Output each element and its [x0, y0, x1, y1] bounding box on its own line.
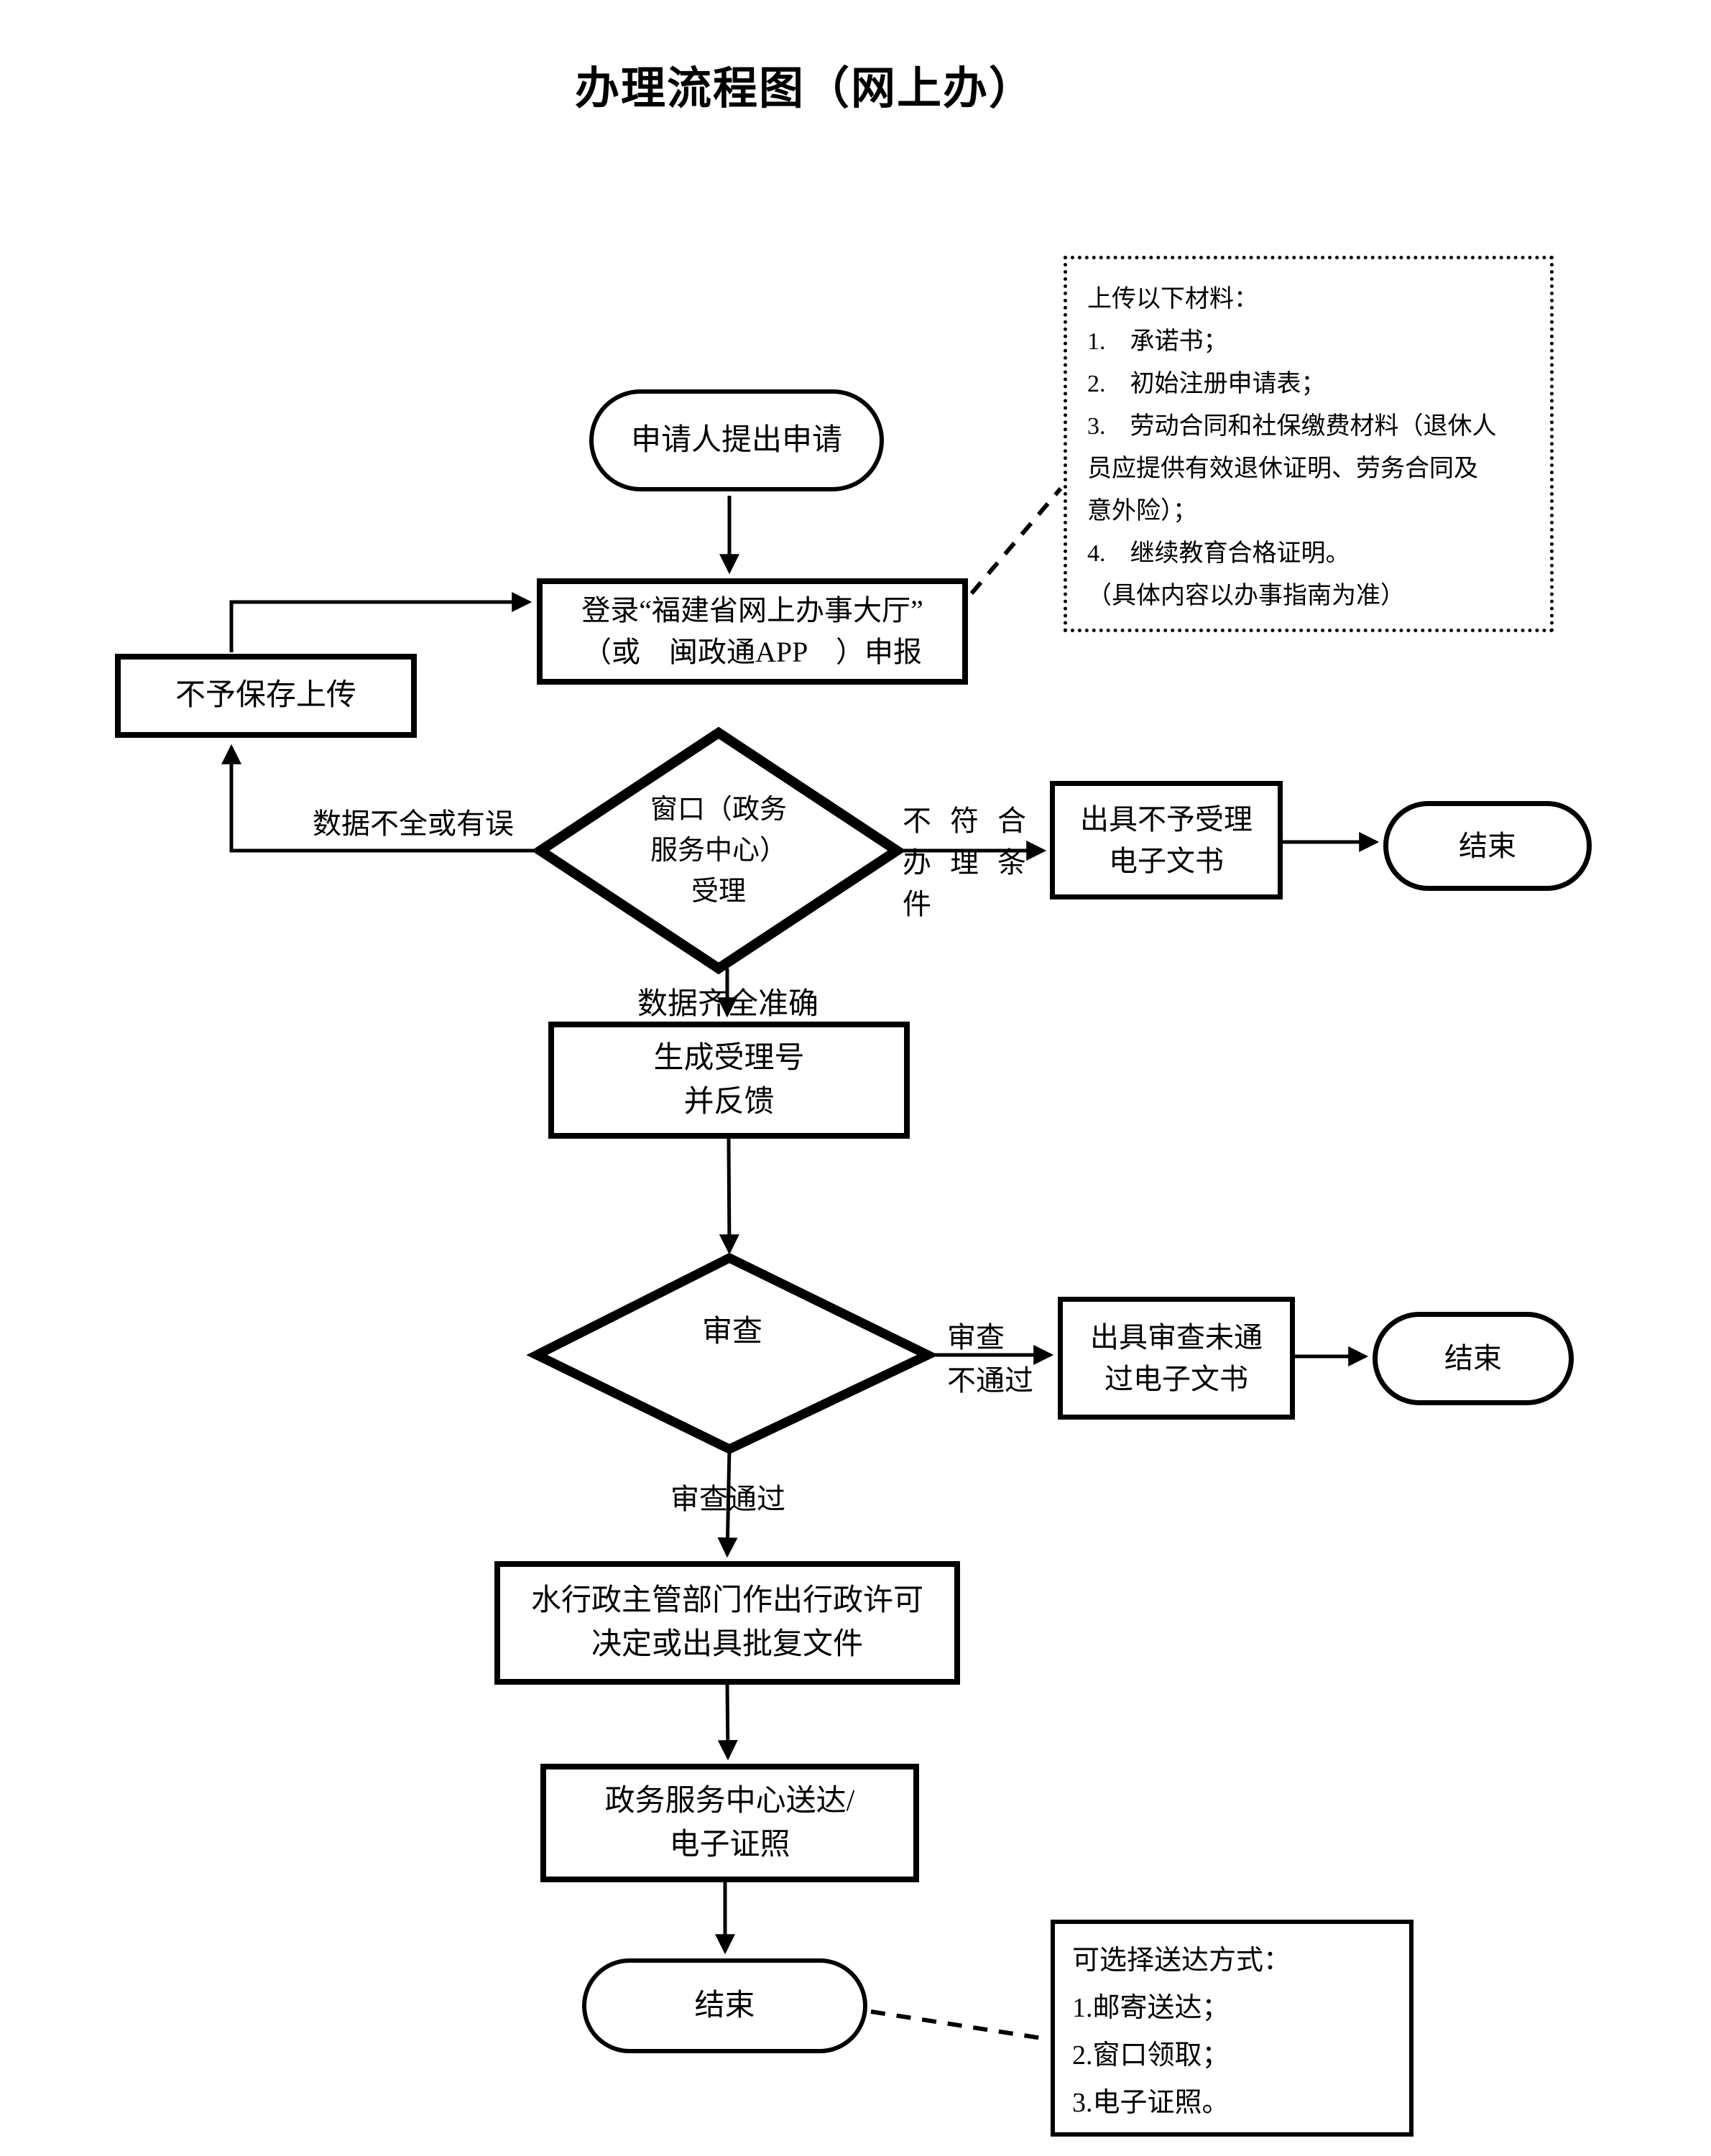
not-eligible-label: 不符合 办理条 件	[903, 800, 1061, 925]
review-fail-doc-line: 过电子文书	[1104, 1362, 1248, 1395]
materials-note-line: 意外险）；	[1087, 498, 1197, 524]
dashed-link-end3-to-delivery-note	[870, 2009, 1047, 2041]
decision-box: 水行政主管部门作出行政许可 决定或出具批复文件	[494, 1561, 960, 1685]
delivery-options-note: 可选择送达方式： 1.邮寄送达； 2.窗口领取； 3.电子证照。	[1051, 1920, 1413, 2137]
review-decision-label: 审查	[701, 1315, 762, 1348]
delivery-box-line: 政务服务中心送达/	[604, 1784, 855, 1818]
materials-note-line: 员应提供有效退休证明、劳务合同及	[1087, 455, 1478, 482]
page-title: 办理流程图（网上办）	[575, 65, 1036, 114]
materials-note-line: 上传以下材料：	[1087, 286, 1258, 313]
materials-note-line: （具体内容以办事指南为准）	[1087, 583, 1405, 609]
login-box-line: 登录“福建省网上办事大厅”	[581, 594, 923, 626]
receipt-box-line: 并反馈	[683, 1085, 775, 1119]
arrow-review-to-decision	[717, 1448, 738, 1558]
materials-note-line: 3. 劳动合同和社保缴费材料（退休人	[1087, 413, 1497, 440]
review-decision-text: 审查	[537, 1258, 928, 1449]
delivery-box-line: 电子证照	[669, 1828, 790, 1861]
reject-doc-line: 出具不予受理	[1080, 802, 1253, 836]
delivery-options-line: 3.电子证照。	[1072, 2088, 1230, 2118]
delivery-options-line: 1.邮寄送达；	[1072, 1993, 1230, 2023]
start-node-label: 申请人提出申请	[630, 423, 842, 457]
end-node-1-label: 结束	[1459, 829, 1516, 862]
end-node-2: 结束	[1373, 1312, 1574, 1405]
no-save-box: 不予保存上传	[115, 654, 417, 738]
end-node-2-label: 结束	[1444, 1342, 1502, 1374]
accept-decision-line: 服务中心）	[650, 835, 787, 866]
materials-note: 上传以下材料： 1. 承诺书； 2. 初始注册申请表； 3. 劳动合同和社保缴费…	[1064, 256, 1554, 632]
start-node: 申请人提出申请	[589, 389, 884, 491]
login-box: 登录“福建省网上办事大厅” （或 闽政通APP ）申报	[537, 578, 968, 685]
reject-doc-box: 出具不予受理 电子文书	[1050, 781, 1283, 899]
receipt-box-line: 生成受理号	[653, 1041, 805, 1075]
delivery-box: 政务服务中心送达/ 电子证照	[540, 1764, 919, 1882]
review-pass-label: 审查通过	[670, 1483, 785, 1515]
incomplete-data-label: 数据不全或有误	[313, 808, 514, 840]
reject-doc-line: 电子文书	[1109, 844, 1224, 877]
materials-note-line: 1. 承诺书；	[1087, 328, 1228, 355]
delivery-options-line: 可选择送达方式：	[1072, 1946, 1291, 1976]
not-eligible-label-line: 办理条	[903, 846, 1045, 879]
end-node-3: 结束	[582, 1958, 867, 2053]
arrow-decision-to-delivery	[717, 1684, 738, 1761]
review-fail-label-line: 不通过	[947, 1364, 1033, 1397]
receipt-box: 生成受理号 并反馈	[548, 1022, 910, 1139]
decision-box-line: 水行政主管部门作出行政许可	[530, 1584, 923, 1618]
arrow-nosave-to-login	[229, 592, 532, 652]
end-node-3-label: 结束	[694, 1989, 755, 2022]
review-fail-label: 审查 不通过	[947, 1316, 1076, 1402]
accept-decision-line: 受理	[691, 876, 746, 907]
not-eligible-label-line: 件	[903, 888, 950, 920]
review-fail-label-line: 审查	[947, 1321, 1005, 1354]
not-eligible-label-line: 不符合	[903, 805, 1045, 837]
accept-decision-line: 窗口（政务	[650, 794, 787, 825]
end-node-1: 结束	[1383, 801, 1592, 891]
dashed-link-login-to-materials-note	[969, 487, 1063, 595]
complete-data-label: 数据齐全准确	[637, 988, 818, 1021]
decision-box-line: 决定或出具批复文件	[591, 1628, 863, 1661]
delivery-options-line: 2.窗口领取；	[1072, 2040, 1230, 2071]
materials-note-line: 4. 继续教育合格证明。	[1087, 540, 1350, 567]
review-fail-doc-line: 出具审查未通	[1090, 1320, 1263, 1354]
review-fail-doc-box: 出具审查未通 过电子文书	[1058, 1297, 1295, 1420]
no-save-box-label: 不予保存上传	[175, 679, 356, 713]
accept-decision-text: 窗口（政务 服务中心） 受理	[540, 733, 897, 968]
arrow-diamond-to-nosave	[221, 744, 540, 853]
login-box-line: （或 闽政通APP ）申报	[583, 636, 922, 668]
materials-note-line: 2. 初始注册申请表；	[1087, 371, 1326, 397]
